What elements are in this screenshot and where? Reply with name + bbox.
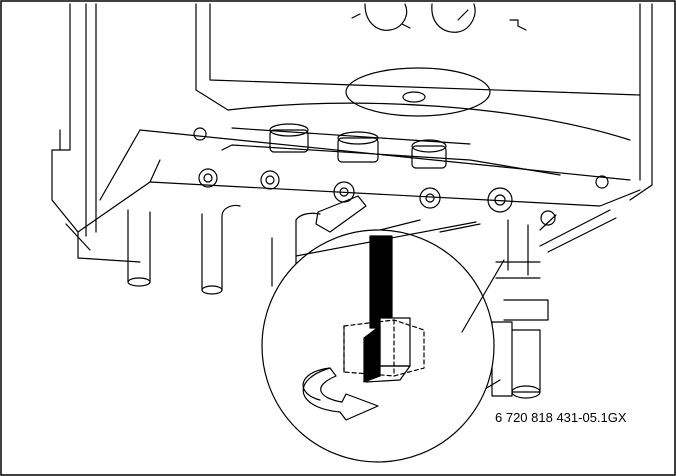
tap-icon bbox=[509, 19, 527, 31]
display-window bbox=[345, 67, 491, 117]
curved-rotation-arrow-icon bbox=[302, 367, 379, 421]
pipe bbox=[201, 204, 241, 295]
casing-shading bbox=[379, 209, 617, 253]
socket-outline bbox=[343, 319, 425, 377]
connection-valves bbox=[193, 123, 609, 213]
hex-key-tool bbox=[363, 235, 411, 383]
temperature-knob-icon bbox=[431, 3, 476, 33]
temperature-knob-icon bbox=[351, 3, 411, 31]
lever-handle bbox=[315, 195, 367, 233]
pipe bbox=[127, 209, 151, 287]
boiler-casing bbox=[51, 3, 653, 263]
side-pipe-fitting bbox=[469, 210, 557, 399]
figure-reference-code: 6 720 818 431-05.1GX bbox=[495, 410, 627, 425]
